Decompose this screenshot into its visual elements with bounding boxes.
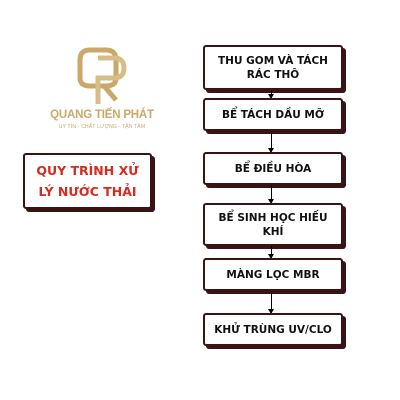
step-label: THU GOM VÀ TÁCH RÁC THÔ	[218, 54, 328, 81]
process-title-box: QUY TRÌNH XỬ LÝ NƯỚC THẢI	[23, 153, 152, 209]
brand-name: QUANG TIẾN PHÁT	[50, 109, 154, 121]
company-logo: QUANG TIẾN PHÁT UY TÍN - CHẤT LƯỢNG - TẬ…	[48, 46, 156, 141]
step-box-5: MÀNG LỌC MBR	[203, 258, 343, 291]
step-label: BỂ SINH HỌC HIẾU KHÍ	[218, 211, 328, 238]
process-title: QUY TRÌNH XỬ LÝ NƯỚC THẢI	[36, 163, 139, 199]
qp-monogram-icon	[77, 47, 127, 104]
step-box-4: BỂ SINH HỌC HIẾU KHÍ	[203, 203, 343, 246]
step-label: KHỬ TRÙNG UV/CLO	[214, 323, 332, 336]
step-box-3: BỂ ĐIỀU HÒA	[203, 152, 343, 185]
flow-arrow	[268, 185, 274, 204]
step-box-1: THU GOM VÀ TÁCH RÁC THÔ	[203, 45, 343, 90]
flow-arrow	[268, 246, 274, 259]
brand-slogan: UY TÍN - CHẤT LƯỢNG - TẬN TÂM	[58, 124, 146, 130]
step-label: BỂ ĐIỀU HÒA	[234, 162, 312, 175]
step-label: BỂ TÁCH DẦU MỠ	[221, 108, 325, 121]
flow-arrow	[268, 291, 274, 314]
step-box-2: BỂ TÁCH DẦU MỠ	[203, 98, 343, 131]
flow-arrow	[268, 131, 274, 153]
step-label: MÀNG LỌC MBR	[226, 268, 320, 281]
step-box-6: KHỬ TRÙNG UV/CLO	[203, 313, 343, 346]
flow-arrow	[268, 90, 274, 99]
